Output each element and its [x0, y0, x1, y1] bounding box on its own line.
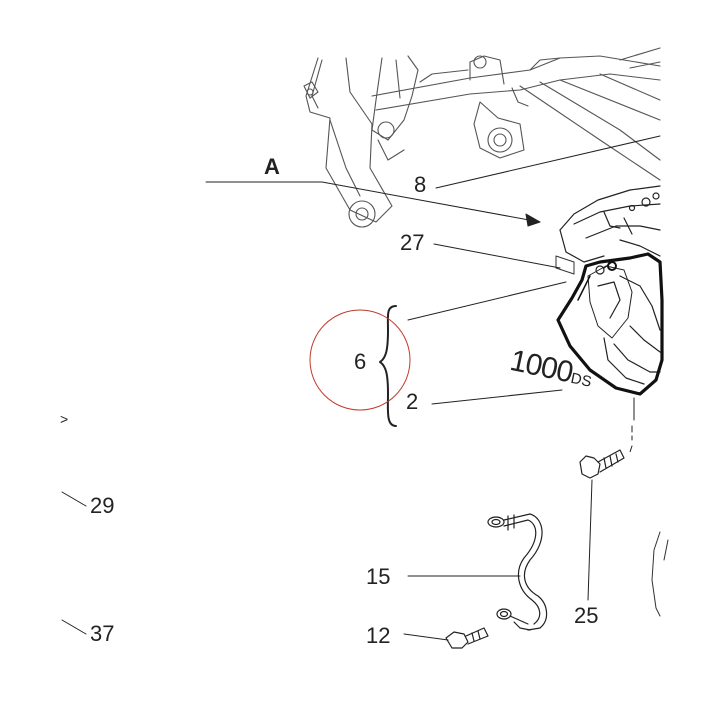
model-stamp-suffix: DS [569, 369, 594, 391]
view-label-a: A [264, 154, 280, 179]
housing-part [559, 185, 661, 385]
screw-12 [445, 627, 489, 649]
frame-structure [303, 47, 661, 228]
callout-25: 25 [574, 603, 599, 628]
cable-15 [487, 513, 548, 631]
leader-lines [61, 135, 661, 641]
callout-2: 2 [406, 389, 419, 414]
brace-6 [379, 305, 397, 427]
callout-6: 6 [354, 349, 367, 374]
highlight-circle [309, 309, 411, 411]
callout-37: 37 [90, 621, 115, 646]
bolt-axis-dashed [629, 425, 633, 453]
callout-15: 15 [366, 564, 391, 589]
side-mark: > [60, 411, 69, 427]
gasket-outline [556, 252, 664, 396]
callout-12: 12 [366, 623, 391, 648]
lower-housing-edge [651, 531, 661, 617]
callout-27: 27 [400, 230, 425, 255]
callout-8: 8 [414, 172, 427, 197]
bolt-25 [579, 449, 625, 479]
callout-29: 29 [90, 493, 115, 518]
